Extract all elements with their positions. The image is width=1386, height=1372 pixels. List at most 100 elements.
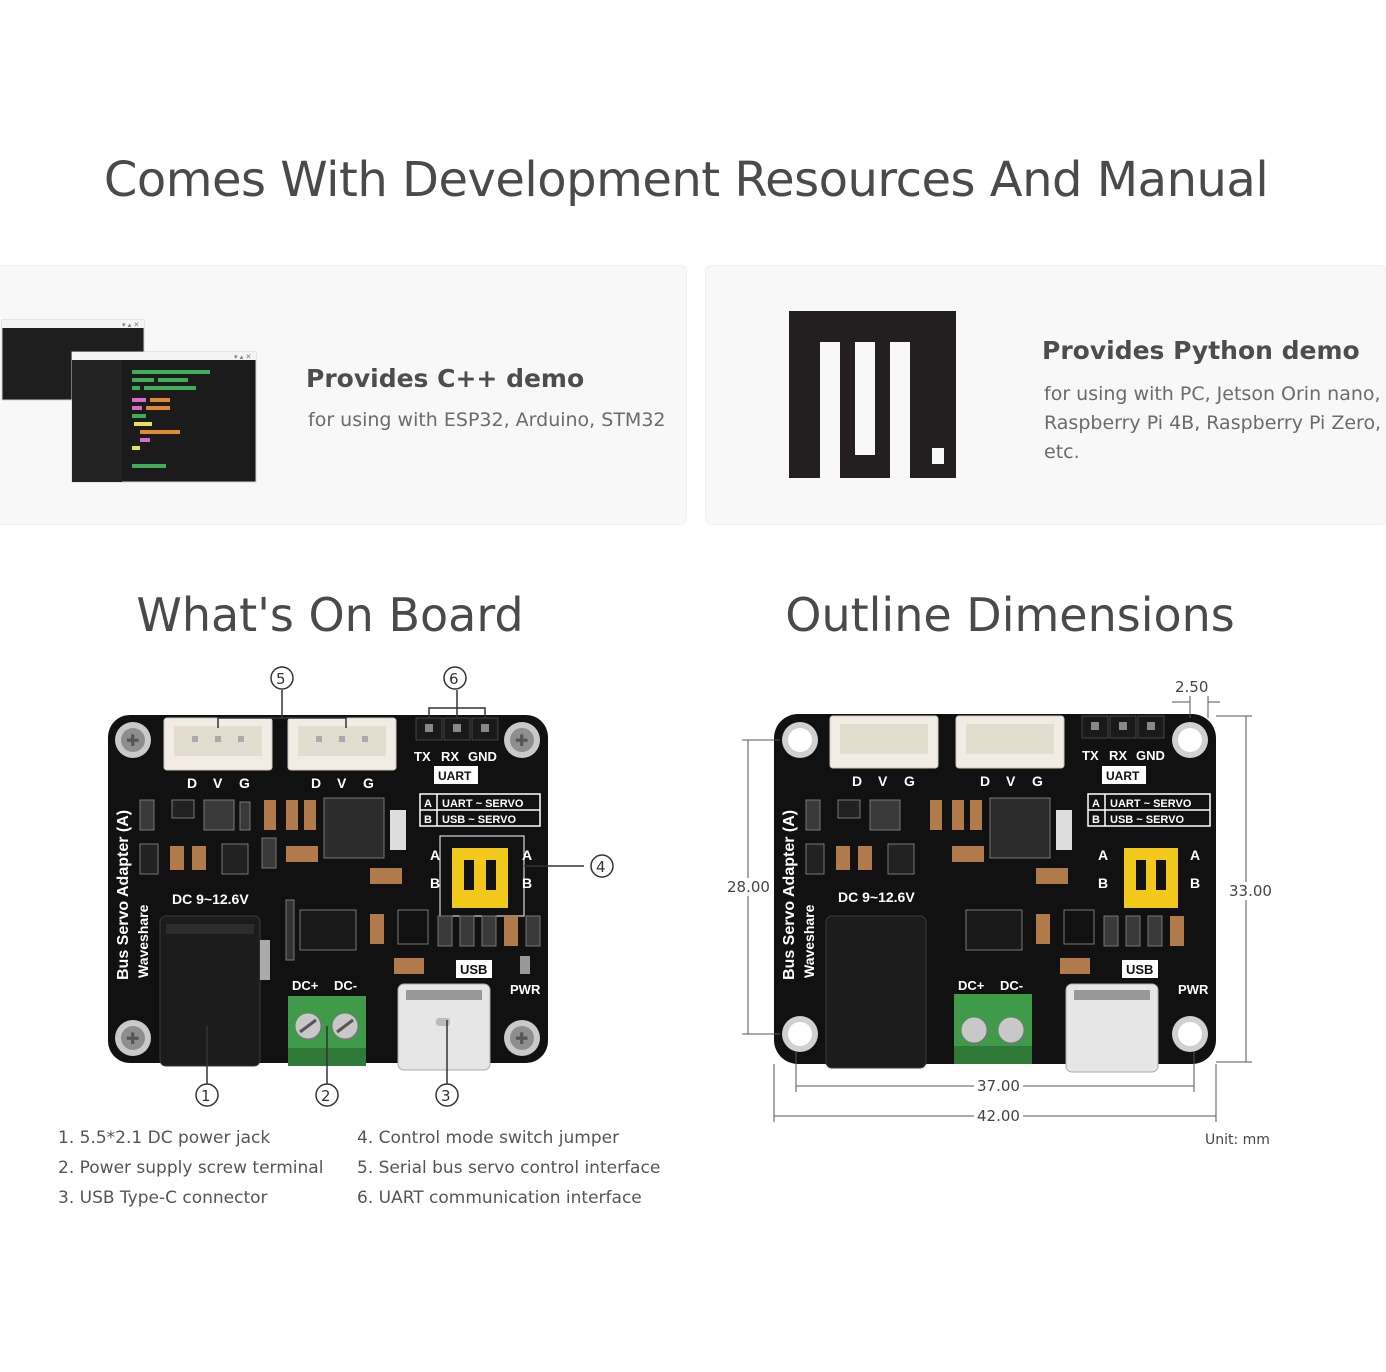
dc-minus-label: DC- xyxy=(334,978,357,993)
dim-mode-a-text: UART ~ SERVO xyxy=(1110,798,1192,810)
servo2-pin-v: V xyxy=(337,775,347,791)
dim-servo2-pin-g: G xyxy=(1032,773,1043,789)
board-diagram: ✚ ✚ ✚ ✚ D V G D V G TX RX GND UART A B U… xyxy=(108,666,614,1107)
dim-mode-b-letter: B xyxy=(1092,814,1100,826)
uart-pin-tx: TX xyxy=(414,749,431,764)
dc-power-jack xyxy=(159,915,270,1067)
dim-mode-b-text: USB ~ SERVO xyxy=(1110,814,1185,826)
servo2-pin-g: G xyxy=(363,775,374,791)
servo1-pin-v: V xyxy=(213,775,223,791)
svg-text:▾ ▴ ✕: ▾ ▴ ✕ xyxy=(234,353,251,361)
svg-text:✚: ✚ xyxy=(126,1031,139,1048)
uart-pin-gnd: GND xyxy=(468,749,497,764)
svg-text:3: 3 xyxy=(441,1087,451,1105)
callout-6: 6 xyxy=(443,666,467,690)
pwr-label: PWR xyxy=(510,982,541,997)
callout-1: 1 xyxy=(195,1083,219,1107)
servo-connector-2 xyxy=(287,717,397,771)
dim-uart-pin-tx: TX xyxy=(1082,748,1099,763)
python-demo-description: for using with PC, Jetson Orin nano, Ras… xyxy=(1044,380,1381,467)
dim-jumper-right-a: A xyxy=(1190,847,1200,863)
board-name: Bus Servo Adapter (A) xyxy=(115,810,132,980)
dim-jumper-right-b: B xyxy=(1190,875,1200,891)
dim-servo2-pin-v: V xyxy=(1006,773,1016,789)
uart-label: UART xyxy=(438,769,472,783)
servo2-pin-d: D xyxy=(311,775,321,791)
cpp-demo-title: Provides C++ demo xyxy=(306,364,585,393)
dim-servo2-pin-d: D xyxy=(980,773,990,789)
dim-uart-label: UART xyxy=(1106,769,1140,783)
legend-item-4: 4. Control mode switch jumper xyxy=(357,1128,620,1148)
dim-dc-plus-label: DC+ xyxy=(958,978,985,993)
callout-3: 3 xyxy=(435,1083,459,1107)
python-demo-line-2: Raspberry Pi 4B, Raspberry Pi Zero, xyxy=(1044,412,1382,434)
jumper-right-b: B xyxy=(522,875,532,891)
code-editor-icon: ▾ ▴ ✕ ▾ ▴ ✕ xyxy=(1,319,257,483)
python-demo-card: Provides Python demo for using with PC, … xyxy=(706,266,1386,524)
mode-b-letter: B xyxy=(424,814,432,826)
servo1-pin-d: D xyxy=(187,775,197,791)
dim-jumper-left-a: A xyxy=(1098,847,1108,863)
dim-board-brand: Waveshare xyxy=(801,904,817,978)
uart-pin-rx: RX xyxy=(441,749,459,764)
dim-width-inner: 37.00 xyxy=(974,1077,1023,1095)
svg-text:6: 6 xyxy=(449,670,459,688)
dim-servo1-pin-v: V xyxy=(878,773,888,789)
dim-height-inner: 28.00 xyxy=(724,878,773,896)
whats-on-board-title: What's On Board xyxy=(136,588,524,642)
servo-connector-1 xyxy=(163,717,273,771)
svg-text:2: 2 xyxy=(321,1087,331,1105)
callout-5: 5 xyxy=(270,666,294,690)
cpp-demo-description: for using with ESP32, Arduino, STM32 xyxy=(308,409,666,431)
dim-unit: Unit: mm xyxy=(1202,1132,1273,1148)
svg-text:▾ ▴ ✕: ▾ ▴ ✕ xyxy=(122,321,139,329)
servo1-pin-g: G xyxy=(239,775,250,791)
dim-board-name: Bus Servo Adapter (A) xyxy=(781,810,798,980)
dim-uart-pin-gnd: GND xyxy=(1136,748,1165,763)
svg-text:4: 4 xyxy=(596,858,606,876)
svg-text:1: 1 xyxy=(201,1087,211,1105)
legend-item-5: 5. Serial bus servo control interface xyxy=(357,1158,661,1178)
python-demo-title: Provides Python demo xyxy=(1042,336,1360,365)
dim-hole-offset: 2.50 xyxy=(1172,678,1212,696)
dimension-mounting-holes xyxy=(782,722,1208,1052)
legend-item-3: 3. USB Type-C connector xyxy=(58,1188,268,1208)
uart-header xyxy=(415,717,499,741)
usb-label: USB xyxy=(460,962,487,977)
jumper-left-a: A xyxy=(430,847,440,863)
dim-width-outer: 42.00 xyxy=(974,1107,1023,1125)
dim-servo1-pin-g: G xyxy=(904,773,915,789)
power-label: DC 9~12.6V xyxy=(172,891,249,907)
dimension-diagram: D V G D V G TX RX GND UART A B UART ~ SE… xyxy=(742,690,1252,1122)
svg-text:✚: ✚ xyxy=(515,733,528,750)
dim-pwr-label: PWR xyxy=(1178,982,1209,997)
dim-usb-label: USB xyxy=(1126,962,1153,977)
python-demo-line-1: for using with PC, Jetson Orin nano, xyxy=(1044,383,1381,405)
python-demo-line-3: etc. xyxy=(1044,441,1080,463)
legend-item-2: 2. Power supply screw terminal xyxy=(58,1158,324,1178)
legend-item-1: 1. 5.5*2.1 DC power jack xyxy=(58,1128,271,1148)
smd-components xyxy=(139,797,541,974)
mounting-holes: ✚ ✚ ✚ ✚ xyxy=(115,722,540,1056)
cpp-demo-card: ▾ ▴ ✕ ▾ ▴ ✕ Provides C++ demo for using … xyxy=(0,266,686,524)
mode-b-text: USB ~ SERVO xyxy=(442,814,517,826)
dim-power-label: DC 9~12.6V xyxy=(838,889,915,905)
callout-2: 2 xyxy=(315,1083,339,1107)
jumper-left-b: B xyxy=(430,875,440,891)
page-title: Comes With Development Resources And Man… xyxy=(103,152,1269,208)
board-brand: Waveshare xyxy=(135,904,151,978)
mode-a-text: UART ~ SERVO xyxy=(442,798,524,810)
svg-text:✚: ✚ xyxy=(515,1031,528,1048)
svg-text:5: 5 xyxy=(276,670,286,688)
usb-c-connector xyxy=(397,983,491,1071)
dim-mode-a-letter: A xyxy=(1092,798,1100,810)
callout-4: 4 xyxy=(590,854,614,878)
outline-dimensions-title: Outline Dimensions xyxy=(785,588,1235,642)
legend-item-6: 6. UART communication interface xyxy=(357,1188,642,1208)
mode-jumper: A B A B xyxy=(430,847,532,908)
svg-text:✚: ✚ xyxy=(126,733,139,750)
dim-jumper-left-b: B xyxy=(1098,875,1108,891)
dim-height-outer: 33.00 xyxy=(1226,882,1275,900)
dim-servo1-pin-d: D xyxy=(852,773,862,789)
micropython-logo-icon xyxy=(789,311,956,478)
